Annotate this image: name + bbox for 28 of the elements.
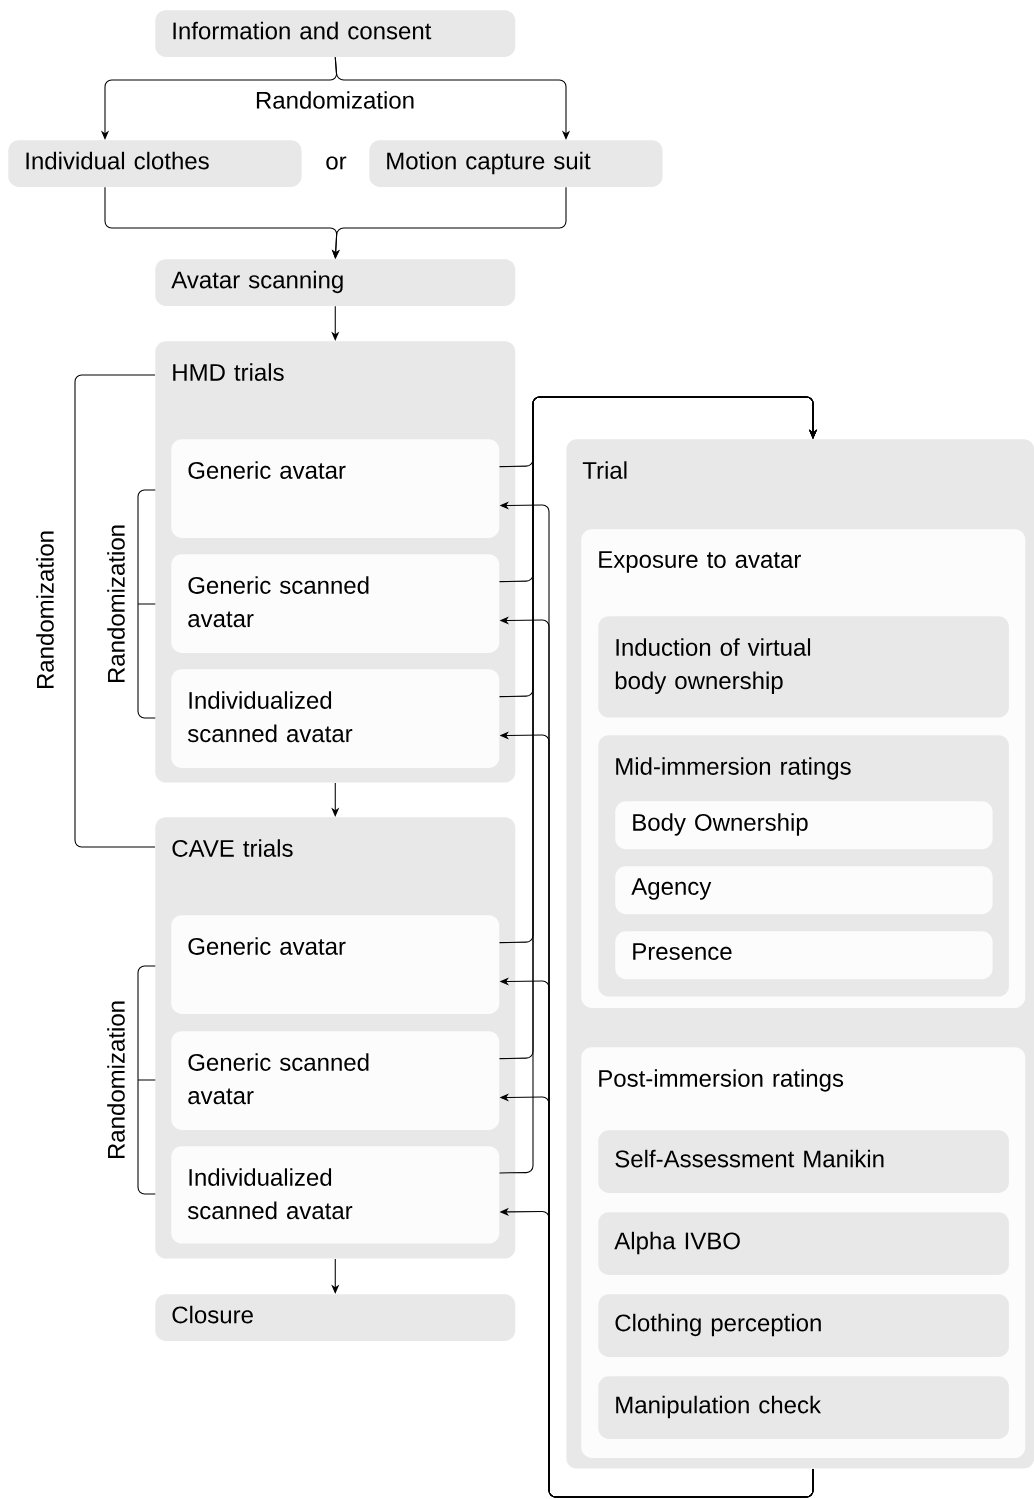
- annotation-text: Randomization: [107, 1001, 125, 1159]
- annotation-text: or: [326, 156, 347, 170]
- process-box: Information and consent: [155, 10, 516, 57]
- process-box: Presence: [615, 931, 993, 980]
- process-box: Alpha IVBO: [598, 1212, 1009, 1275]
- annotation-text: Randomization: [36, 531, 54, 689]
- process-box: Closure: [155, 1294, 516, 1341]
- arrow: [334, 56, 571, 140]
- process-box: Induction of virtual body ownership: [598, 616, 1009, 718]
- process-box: Agency: [615, 866, 993, 915]
- process-box: Self-Assessment Manikin: [598, 1130, 1009, 1193]
- process-box: Generic avatar: [171, 439, 500, 538]
- process-box: Individualized scanned avatar: [171, 669, 500, 768]
- arrow: [331, 782, 340, 817]
- process-box: Individual clothes: [8, 140, 302, 187]
- arrow: [331, 1258, 340, 1294]
- process-box: Clothing perception: [598, 1294, 1009, 1357]
- process-box: Generic scanned avatar: [171, 1031, 500, 1130]
- annotation-text: Randomization: [107, 525, 125, 683]
- process-box: Generic scanned avatar: [171, 554, 500, 653]
- annotation-text: Randomization: [256, 91, 414, 109]
- process-box: Generic avatar: [171, 915, 500, 1014]
- process-box: Manipulation check: [598, 1376, 1009, 1439]
- process-box: Individualized scanned avatar: [171, 1146, 500, 1244]
- arrow: [331, 305, 340, 341]
- process-box: Avatar scanning: [155, 259, 516, 306]
- process-box: Body Ownership: [615, 801, 993, 850]
- process-box: Motion capture suit: [369, 140, 663, 187]
